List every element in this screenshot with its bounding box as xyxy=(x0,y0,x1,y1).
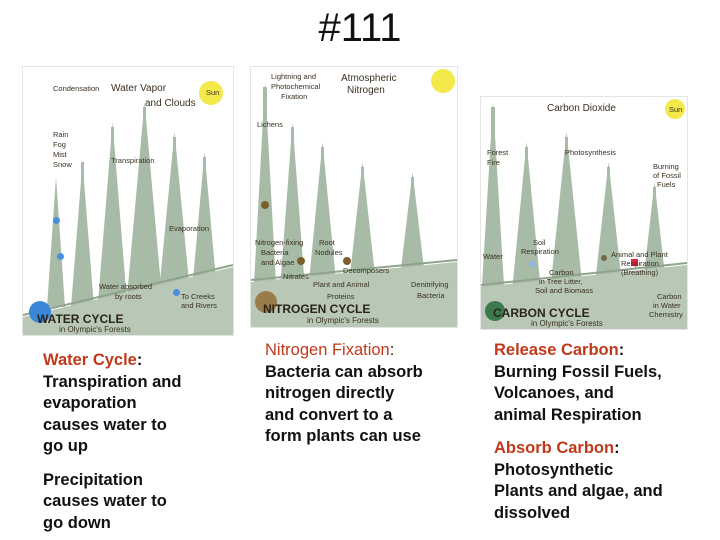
label-forest: Forest xyxy=(487,149,508,157)
label-photochemical: Photochemical xyxy=(271,83,320,91)
label-soil: Soil xyxy=(533,239,546,247)
label-plant-animal: Plant and Animal xyxy=(313,281,369,289)
label-animal-plant: Animal and Plant xyxy=(611,251,668,259)
label-water: Water xyxy=(483,253,503,261)
label-evaporation: Evaporation xyxy=(169,225,209,233)
label-carbon: Carbon xyxy=(549,269,574,277)
label-rain: Rain xyxy=(53,131,68,139)
water-drop-icon xyxy=(53,217,60,224)
label-tree-litter: in Tree Litter, xyxy=(539,278,582,286)
water-drop-icon xyxy=(529,261,535,267)
water-cycle-diagram: Condensation Water Vapor and Clouds Sun … xyxy=(22,66,234,336)
label-decomposers: Decomposers xyxy=(343,267,389,275)
water-drop-icon xyxy=(173,289,180,296)
water-drop-icon xyxy=(57,253,64,260)
label-to-creeks: To Creeks xyxy=(181,293,215,301)
label-water-absorbed: Water absorbed xyxy=(99,283,152,291)
label-breathing: (Breathing) xyxy=(621,269,658,277)
label-and-clouds: and Clouds xyxy=(145,98,196,109)
label-denitrifying: Denitrifying xyxy=(411,281,449,289)
diagram-subtitle: in Olympic's Forests xyxy=(59,325,131,334)
label-proteins: Proteins xyxy=(327,293,355,301)
label-transpiration: Transpiration xyxy=(111,157,155,165)
label-and-rivers: and Rivers xyxy=(181,302,217,310)
label-mist: Mist xyxy=(53,151,67,159)
label-respiration: Respiration xyxy=(621,260,659,268)
label-bacteria: Bacteria xyxy=(261,249,289,257)
label-condensation: Condensation xyxy=(53,85,99,93)
label-carbon-dioxide: Carbon Dioxide xyxy=(547,103,616,114)
label-in-water: in Water xyxy=(653,302,681,310)
diagram-subtitle: in Olympic's Forests xyxy=(307,316,379,325)
soil-particle-icon xyxy=(261,201,269,209)
label-fuels: Fuels xyxy=(657,181,675,189)
slide-title: #111 xyxy=(0,4,720,52)
diagram-title: NITROGEN CYCLE xyxy=(263,303,370,316)
soil-particle-icon xyxy=(343,257,351,265)
label-photosynthesis: Photosynthesis xyxy=(565,149,616,157)
label-water-vapor: Water Vapor xyxy=(111,83,166,94)
label-nitrogen: Nitrogen xyxy=(347,85,385,96)
label-fire: Fire xyxy=(487,159,500,167)
label-soil-respiration: Respiration xyxy=(521,248,559,256)
label-denitrifying-bacteria: Bacteria xyxy=(417,292,445,300)
label-root: Root xyxy=(319,239,335,247)
label-nitrates: Nitrates xyxy=(283,273,309,281)
label-burning: Burning xyxy=(653,163,679,171)
soil-particle-icon xyxy=(297,257,305,265)
nitrogen-fixation-term: Nitrogen Fixation xyxy=(265,341,390,359)
label-nodules: Nodules xyxy=(315,249,343,257)
label-soil-biomass: Soil and Biomass xyxy=(535,287,593,295)
soil-particle-icon xyxy=(601,255,607,261)
water-cycle-term: Water Cycle xyxy=(43,351,137,369)
diagram-subtitle: in Olympic's Forests xyxy=(531,319,603,328)
label-sun: Sun xyxy=(669,106,682,114)
label-fixation: Fixation xyxy=(281,93,307,101)
carbon-caption: Release Carbon: Burning Fossil Fuels, Vo… xyxy=(494,340,704,524)
nitrogen-fixation-caption: Nitrogen Fixation: Bacteria can absorb n… xyxy=(265,340,465,448)
label-chemistry: Chemistry xyxy=(649,311,683,319)
label-fog: Fog xyxy=(53,141,66,149)
absorb-carbon-term: Absorb Carbon xyxy=(494,439,614,457)
label-and-algae: and Algae xyxy=(261,259,294,267)
label-of-fossil: of Fossil xyxy=(653,172,681,180)
label-by-roots: by roots xyxy=(115,293,142,301)
sun-icon xyxy=(431,69,455,93)
label-nitrogen-fixing: Nitrogen-fixing xyxy=(255,239,303,247)
label-atmospheric: Atmospheric xyxy=(341,73,397,84)
label-carbon-water: Carbon xyxy=(657,293,682,301)
label-lightning: Lightning and xyxy=(271,73,316,81)
release-carbon-term: Release Carbon xyxy=(494,341,619,359)
nitrogen-cycle-diagram: Lightning and Photochemical Fixation Atm… xyxy=(250,66,458,328)
label-sun: Sun xyxy=(206,89,219,97)
water-cycle-caption: Water Cycle: Transpiration and evaporati… xyxy=(43,350,233,534)
label-snow: Snow xyxy=(53,161,72,169)
label-lichens: Lichens xyxy=(257,121,283,129)
carbon-cycle-diagram: Carbon Dioxide Sun Forest Fire Photosynt… xyxy=(480,96,688,330)
